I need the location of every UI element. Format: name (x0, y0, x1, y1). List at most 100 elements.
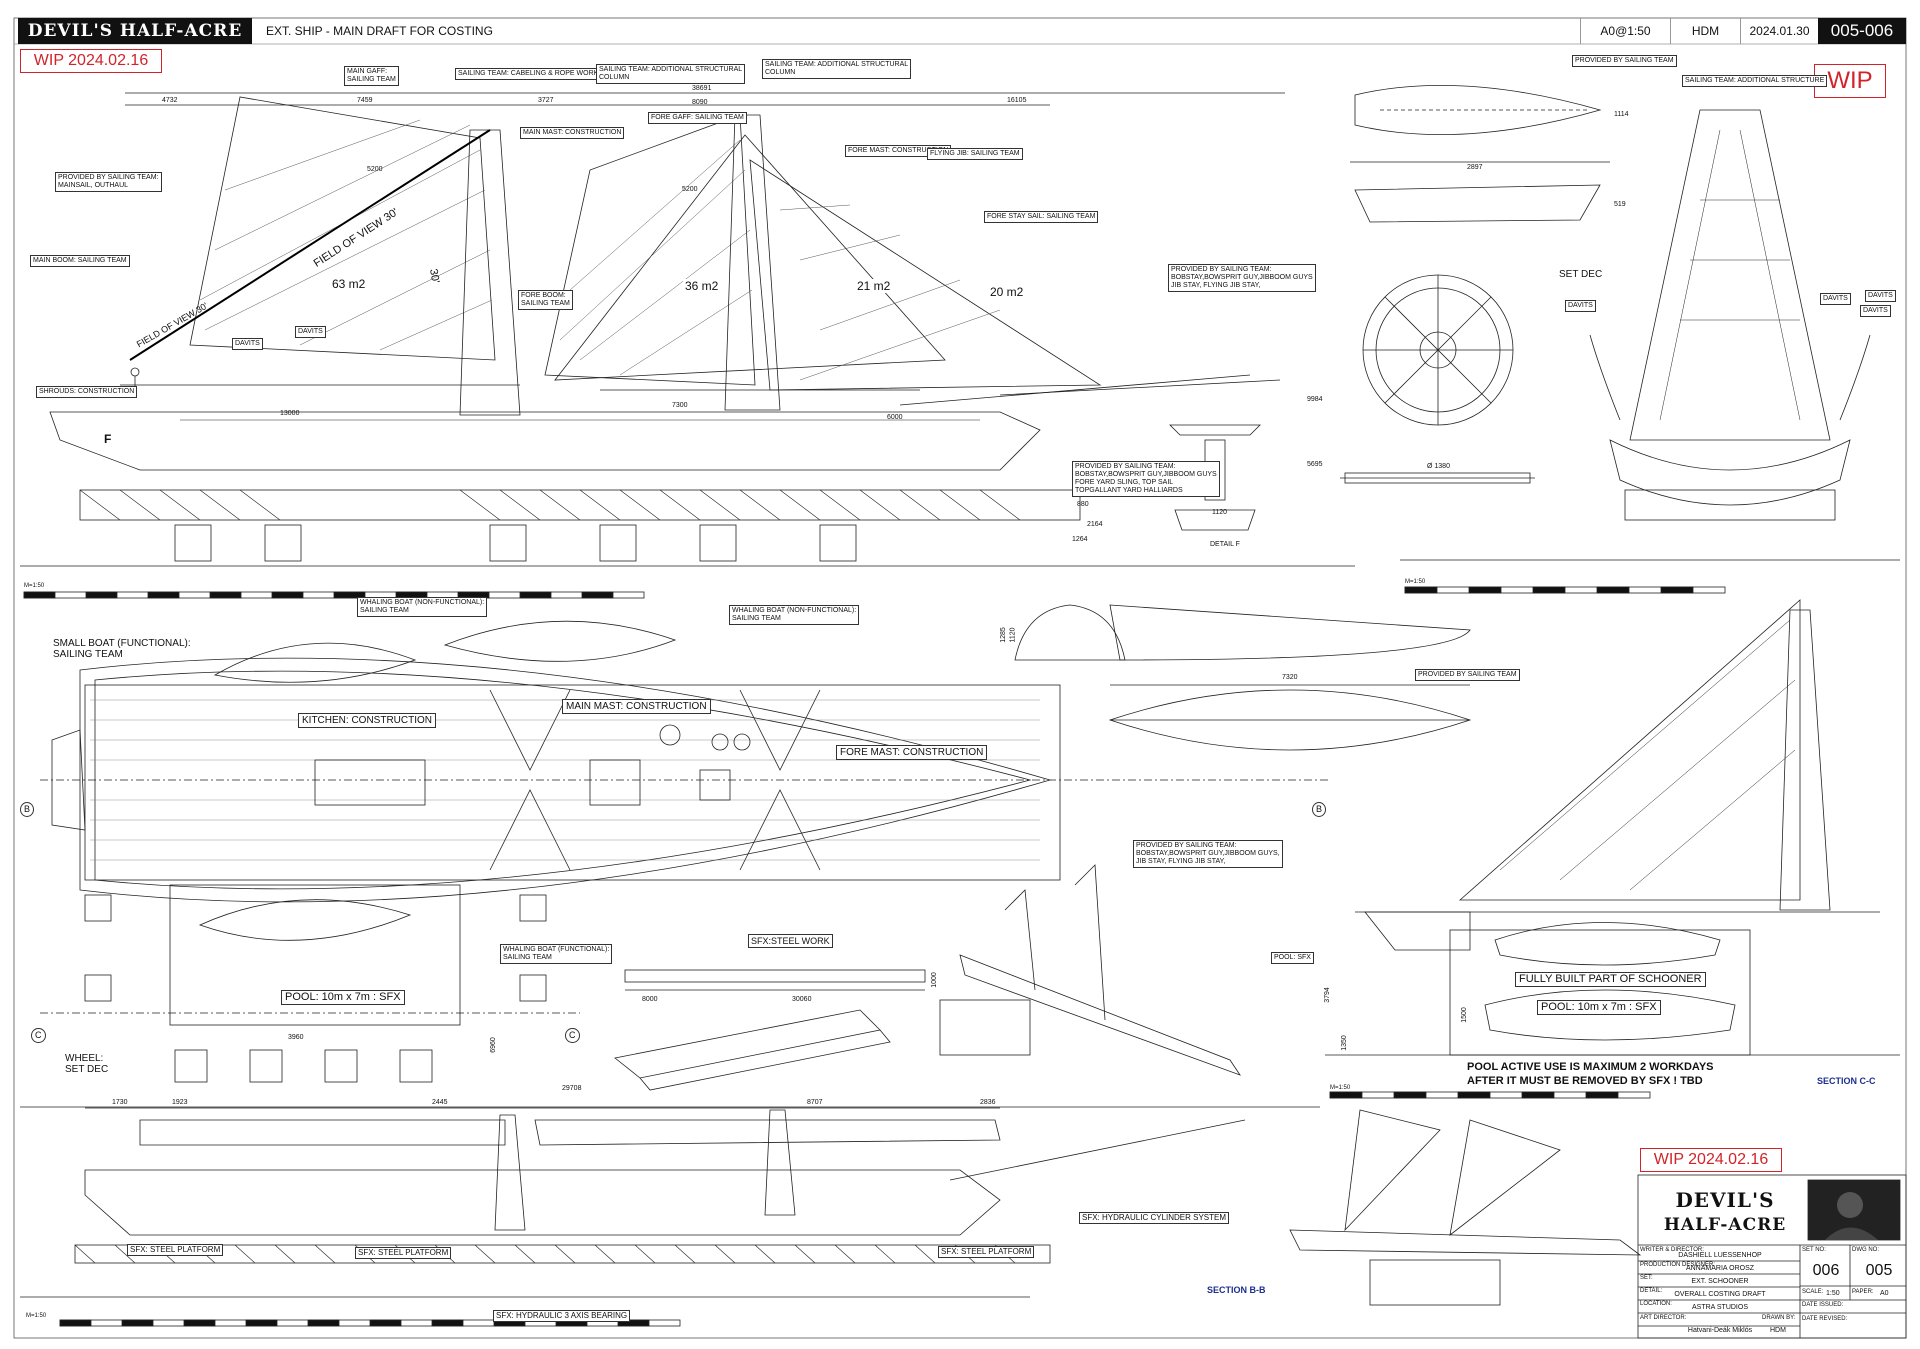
label-whaling-f: WHALING BOAT (FUNCTIONAL): SAILING TEAM (500, 944, 613, 964)
tb-label-drawn-by: DRAWN BY: (1762, 1315, 1796, 1321)
label-fore-boom: FORE BOOM: SAILING TEAM (518, 290, 573, 310)
sail-area-flying-jib: 20 m2 (988, 285, 1026, 299)
header-title: EXT. SHIP - MAIN DRAFT FOR COSTING (266, 24, 493, 38)
sail-area-main: 63 m2 (330, 277, 368, 291)
label-steel-platform-2: SFX: STEEL PLATFORM (355, 1247, 452, 1259)
tb-label-writer: WRITER & DIRECTOR: (1640, 1247, 1704, 1253)
sail-area-jib: 21 m2 (855, 279, 893, 293)
dim-boat-h1: 1120 (1009, 627, 1017, 643)
tb-label-set: SET: (1640, 1275, 1653, 1281)
tb-label-set-no: SET NO: (1802, 1247, 1826, 1253)
header-drawing-number: 005-006 (1818, 18, 1906, 44)
dim-9: 5200 (367, 166, 383, 173)
tb-value-writer: DASHIELL LUESSENHOP (1678, 1252, 1762, 1259)
label-small-boat: SMALL BOAT (FUNCTIONAL): SAILING TEAM (53, 638, 191, 660)
label-pool-plan: POOL: 10m x 7m : SFX (281, 990, 405, 1005)
dim-2: 7459 (357, 97, 373, 104)
label-fully-built: FULLY BUILT PART OF SCHOONER (1515, 972, 1706, 987)
label-hydraulic-cylinder: SFX: HYDRAULIC CYLINDER SYSTEM (1079, 1212, 1230, 1224)
label-pool-cc: POOL: 10m x 7m : SFX (1537, 1000, 1661, 1015)
label-whaling-nf-1: WHALING BOAT (NON-FUNCTIONAL): SAILING T… (357, 597, 488, 617)
note-pool-line-1: POOL ACTIVE USE IS MAXIMUM 2 WORKDAYS (1463, 1060, 1718, 1075)
dim-bb-1: 1730 (112, 1099, 128, 1106)
tb-value-art-director: Hatvani-Deák Miklós (1687, 1327, 1753, 1334)
title-block-frame (1637, 1174, 1907, 1339)
dim-4: 16105 (1007, 97, 1027, 104)
dim-steel-1: 8000 (642, 996, 658, 1003)
dim-7: 7300 (672, 402, 688, 409)
section-marker-b-right: B (1312, 802, 1327, 817)
tb-value-designer: ANNAMARIA OROSZ (1685, 1265, 1755, 1272)
header-logo: DEVIL'S HALF-ACRE (18, 18, 252, 44)
scale-bar-side (23, 591, 645, 599)
dim-bb-3: 2445 (432, 1099, 448, 1106)
dim-boat-h2: 1285 (999, 627, 1007, 643)
dim-tr-h: 1114 (1614, 111, 1629, 118)
label-fore-mast-plan: FORE MAST: CONSTRUCTION (836, 745, 988, 760)
section-marker-c-left: C (31, 1028, 46, 1043)
tb-label-location: LOCATION: (1640, 1301, 1672, 1307)
tb-value-paper: A0 (1880, 1290, 1889, 1297)
plan-view-drawing (20, 620, 1330, 1108)
label-bobstay: PROVIDED BY SAILING TEAM: BOBSTAY,BOWSPR… (1168, 264, 1316, 292)
section-cc-title: SECTION C-C (1817, 1076, 1876, 1086)
dim-cc-h1: 3794 (1323, 987, 1331, 1003)
label-fore-yard: PROVIDED BY SAILING TEAM: BOBSTAY,BOWSPR… (1072, 461, 1220, 497)
tb-label-detail: DETAIL: (1640, 1288, 1663, 1294)
label-main-gaff: MAIN GAFF: SAILING TEAM (344, 66, 399, 86)
dim-bb-5: 2836 (980, 1099, 996, 1106)
label-steel-work: SFX:STEEL WORK (748, 934, 833, 948)
dim-8: 6000 (887, 414, 903, 421)
label-davits-2: DAVITS (295, 326, 326, 338)
label-davits-tr-4: DAVITS (1860, 305, 1891, 317)
dim-tr-h2: 519 (1614, 201, 1626, 208)
dim-plan-1: 3960 (288, 1034, 304, 1041)
section-marker-c-right: C (565, 1028, 580, 1043)
label-fore-gaff: FORE GAFF: SAILING TEAM (648, 112, 747, 124)
label-add-struct-col: SAILING TEAM: ADDITIONAL STRUCTURAL COLU… (596, 64, 746, 84)
scale-label-cc: M=1:50 (1330, 1085, 1351, 1091)
label-steel-platform-3: SFX: STEEL PLATFORM (938, 1246, 1035, 1258)
section-cc-drawing (1325, 599, 1900, 1099)
label-provided-tr: PROVIDED BY SAILING TEAM (1572, 55, 1677, 67)
label-davits-tr-3: DAVITS (1865, 290, 1896, 302)
letter-f: F (104, 432, 112, 446)
label-whaling-nf-2: WHALING BOAT (NON-FUNCTIONAL): SAILING T… (729, 605, 860, 625)
label-kitchen: KITCHEN: CONSTRUCTION (298, 713, 436, 728)
tb-label-scale: SCALE: (1802, 1289, 1824, 1295)
dim-10: 5200 (682, 186, 698, 193)
title-block-logo-line-1: DEVIL'S (1675, 1188, 1775, 1212)
label-main-mast: MAIN MAST: CONSTRUCTION (520, 127, 625, 139)
label-detail-f: DETAIL F (1210, 541, 1240, 548)
label-provided-boats: PROVIDED BY SAILING TEAM (1415, 669, 1520, 681)
label-add-struct-col-2: SAILING TEAM: ADDITIONAL STRUCTURAL COLU… (762, 59, 912, 79)
header-initials: HDM (1670, 18, 1740, 44)
label-3-axis-bearing: SFX: HYDRAULIC 3 AXIS BEARING (493, 1310, 631, 1322)
label-shrouds: SHROUDS: CONSTRUCTION (36, 386, 138, 398)
side-view-drawing (20, 92, 1355, 567)
label-bobstay-plan: PROVIDED BY SAILING TEAM: BOBSTAY,BOWSPR… (1133, 840, 1283, 868)
section-bb-title: SECTION B-B (1207, 1285, 1266, 1295)
label-pool-sfx: POOL: SFX (1271, 952, 1314, 964)
label-flying-jib: FLYING JIB: SAILING TEAM (927, 148, 1023, 160)
dim-3: 3727 (538, 97, 554, 104)
dim-v8: 1120 (1212, 509, 1228, 516)
steel-work-drawing (614, 864, 1242, 1091)
iso-ship-drawing (1289, 1109, 1642, 1306)
label-davits-tr-1: DAVITS (1565, 300, 1596, 312)
note-pool-line-2: AFTER IT MUST BE REMOVED BY SFX ! TBD (1463, 1074, 1707, 1089)
dim-6: 13000 (280, 410, 300, 417)
label-wheel: WHEEL: SET DEC (62, 1052, 112, 1076)
dim-bb-4: 8707 (807, 1099, 823, 1106)
label-davits-tr-2: DAVITS (1820, 293, 1851, 305)
tb-value-dwg-no: 005 (1865, 1262, 1893, 1279)
dim-tr-wheel: Ø 1380 (1427, 463, 1450, 470)
dim-1: 4732 (162, 97, 178, 104)
tb-value-drawn-by: HDM (1770, 1327, 1786, 1334)
title-block-logo-line-2: HALF-ACRE (1663, 1215, 1787, 1235)
tb-label-date-revised: DATE REVISED: (1802, 1316, 1848, 1322)
label-mainsail: PROVIDED BY SAILING TEAM: MAINSAIL, OUTH… (55, 172, 162, 192)
tb-value-location: ASTRA STUDIOS (1691, 1304, 1748, 1311)
scale-label-bb: M=1:50 (26, 1313, 47, 1319)
